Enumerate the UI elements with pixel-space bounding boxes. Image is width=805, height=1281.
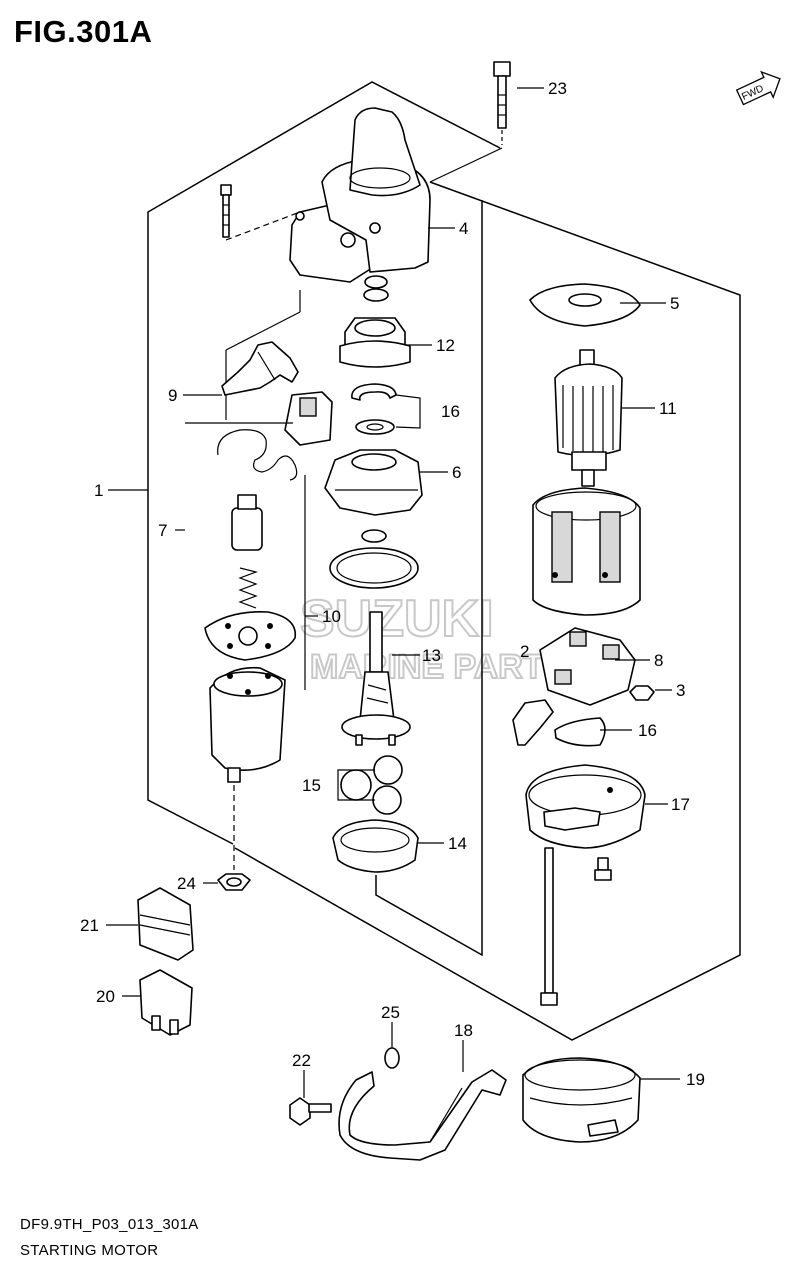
small-washer-icon (361, 529, 387, 543)
callout-18: 18 (454, 1021, 473, 1040)
nut-icon (217, 785, 251, 891)
gear-cover-icon (324, 449, 423, 516)
pinion-gear-icon (339, 317, 411, 368)
callout-15: 15 (302, 776, 321, 795)
callout-12: 12 (436, 336, 455, 355)
bolt-icon (493, 61, 511, 145)
watermark: SUZUKI MARINE PARTS (299, 589, 567, 687)
circlip-icon (351, 383, 397, 435)
callout-2: 2 (520, 642, 529, 661)
callouts: 1 2 3 4 5 6 7 8 9 10 11 12 13 14 15 16 1… (80, 79, 705, 1089)
figure-code: DF9.9TH_P03_013_301A (20, 1216, 199, 1233)
callout-16-upper: 16 (441, 402, 460, 421)
motor-bracket-icon (338, 1069, 507, 1161)
end-cover-icon (525, 764, 646, 849)
spring-wire-icon (217, 429, 298, 481)
figure-title: FIG.301A (14, 14, 153, 49)
figure-caption: STARTING MOTOR (20, 1242, 159, 1259)
watermark-line-2: MARINE PARTS (310, 648, 566, 686)
clamp-band-icon (522, 1057, 641, 1143)
drive-housing-icon (225, 107, 503, 420)
solenoid-screw-icon (220, 184, 301, 241)
brush-plate-icon (204, 611, 297, 661)
callout-13: 13 (422, 646, 441, 665)
callout-19: 19 (686, 1070, 705, 1089)
callout-20: 20 (96, 987, 115, 1006)
callout-14: 14 (448, 834, 467, 853)
callout-6: 6 (452, 463, 461, 482)
callout-8: 8 (654, 651, 663, 670)
brush-holder-assembly-icon (512, 627, 636, 746)
fwd-arrow-icon: FWD (735, 70, 781, 106)
watermark-line-1: SUZUKI (300, 590, 494, 648)
callout-9: 9 (168, 386, 177, 405)
callout-22: 22 (292, 1051, 311, 1070)
callout-4: 4 (459, 219, 468, 238)
inner-box-outline (375, 200, 483, 957)
assembly-box-outline-right (234, 181, 741, 1041)
brush-icon (231, 494, 263, 551)
callout-23: 23 (548, 79, 567, 98)
planet-gear-icon (340, 755, 403, 815)
yoke-icon (532, 487, 641, 616)
armature-icon (554, 349, 623, 487)
terminal-nut-icon (629, 685, 655, 701)
shift-lever-icon (221, 341, 299, 396)
callout-7: 7 (158, 521, 167, 540)
through-bolt-icon (540, 847, 612, 1006)
terminal-cover-icon (137, 887, 194, 961)
motor-housing-icon (209, 666, 286, 783)
relay-icon (139, 969, 193, 1036)
callout-3: 3 (676, 681, 685, 700)
callout-11: 11 (659, 399, 677, 418)
gasket-ring-icon (329, 547, 419, 589)
callout-24: 24 (177, 874, 196, 893)
insulator-plate-icon (554, 717, 606, 747)
callout-5: 5 (670, 294, 679, 313)
washer-icon (384, 1047, 400, 1069)
callout-25: 25 (381, 1003, 400, 1022)
bracket-bolt-icon (289, 1097, 332, 1126)
thrust-plate-icon (529, 283, 641, 327)
coil-spring-icon (238, 567, 259, 609)
brush-holder-icon (284, 391, 333, 446)
o-ring-icon (363, 275, 389, 302)
callout-16-lower: 16 (638, 721, 657, 740)
callout-10: 10 (322, 607, 341, 626)
internal-gear-icon (332, 819, 419, 873)
callout-21: 21 (80, 916, 99, 935)
drive-shaft-icon (341, 611, 411, 746)
callout-1: 1 (94, 481, 103, 500)
assembly-box-outline (147, 81, 501, 845)
callout-17: 17 (671, 795, 690, 814)
leader-lines (106, 87, 680, 1098)
